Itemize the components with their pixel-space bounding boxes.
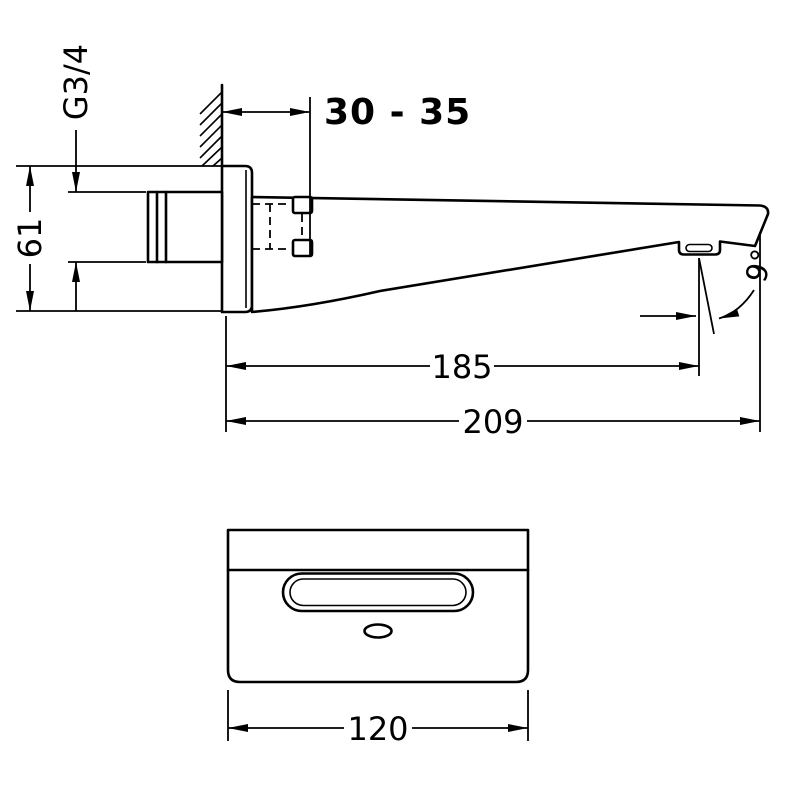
clamp-block-top [291, 195, 314, 215]
thread-size-label: G3/4 [57, 44, 95, 120]
thread-groove-lines [155, 190, 168, 264]
escutcheon [220, 164, 254, 314]
clamp-block-bottom [291, 238, 314, 258]
channel-inner [289, 578, 467, 607]
wall-depth-label: 30 - 35 [324, 92, 471, 133]
spout-body [250, 195, 770, 314]
spout-length-label: 185 [431, 348, 492, 386]
height-label: 61 [11, 218, 49, 259]
total-length-label: 209 [462, 403, 523, 441]
wall-hatching [199, 91, 223, 167]
hidden-connection-dashed [252, 203, 303, 250]
width-label: 120 [347, 710, 408, 748]
side-view: 30 - 35 G3/4 61 9° 185 209 [11, 44, 780, 441]
angle-slant-line [698, 257, 715, 335]
angle-leader-right [718, 289, 755, 320]
front-view: 120 [226, 528, 530, 748]
aerator-opening [363, 623, 393, 639]
thread-nipple [146, 190, 224, 264]
aerator-slot [685, 243, 713, 253]
channel-outer [281, 572, 475, 613]
